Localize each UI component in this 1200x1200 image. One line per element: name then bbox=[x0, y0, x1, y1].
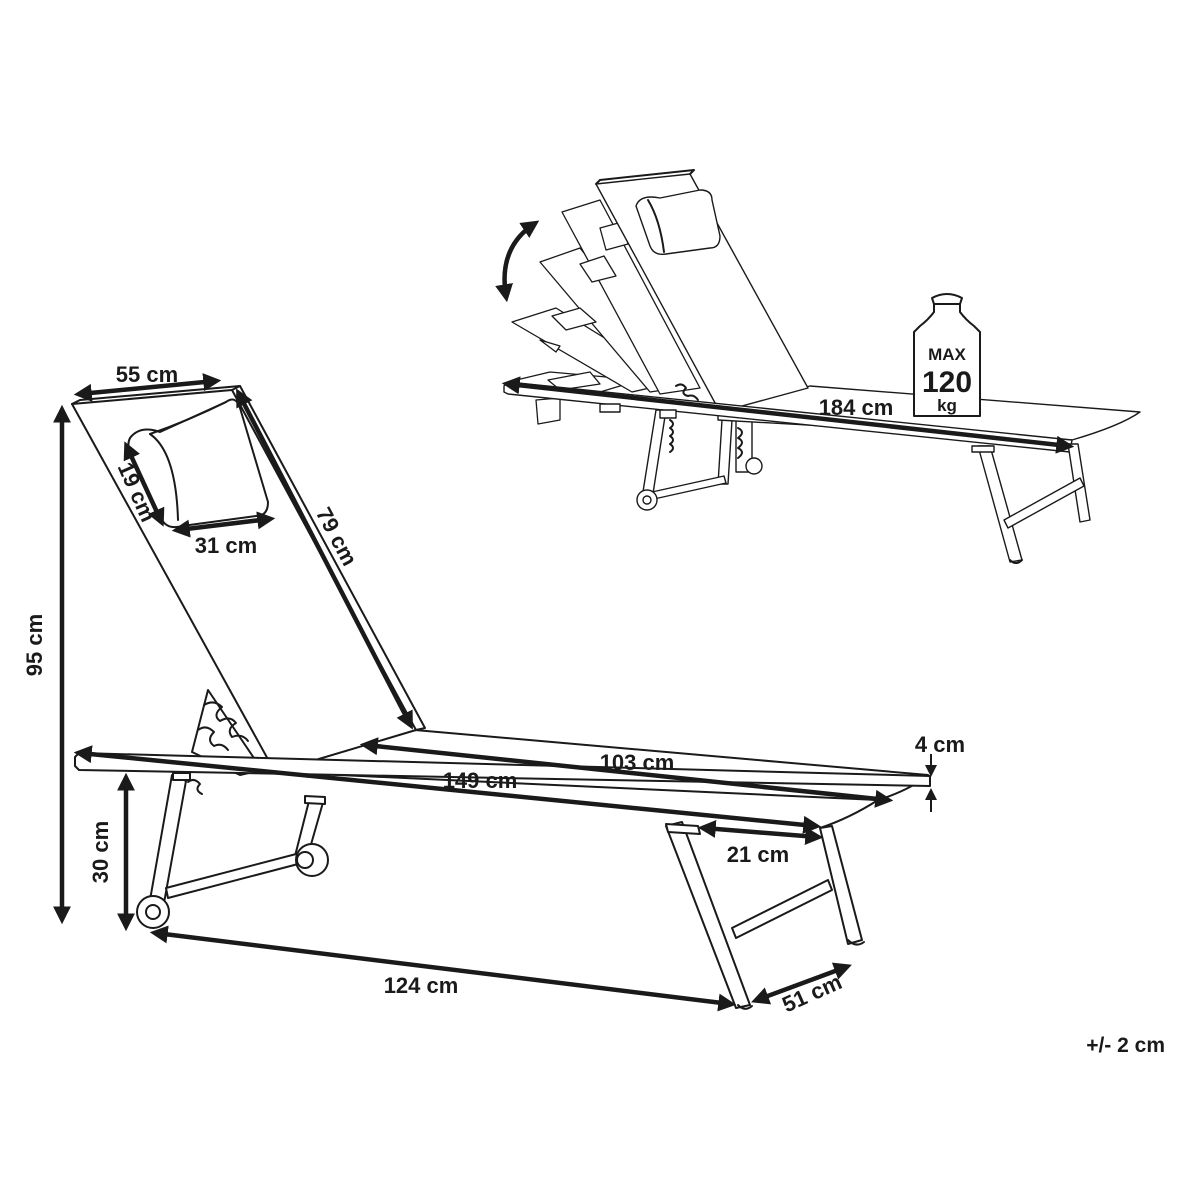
reclining-front-legs bbox=[971, 443, 1091, 564]
dim-label-leg-offset: 21 cm bbox=[727, 842, 789, 867]
dim-label-pillow-width: 31 cm bbox=[195, 533, 257, 558]
reclining-backrest bbox=[595, 169, 809, 413]
main-lounger-drawing: 55 cm 19 cm 31 cm 79 cm 95 cm 103 cm 149… bbox=[22, 362, 965, 1017]
recline-rotation-arrow bbox=[495, 220, 540, 303]
rear-leg-frame bbox=[136, 774, 329, 929]
weight-unit: kg bbox=[937, 396, 957, 415]
weight-value: 120 bbox=[922, 366, 972, 399]
reclining-rear-frame bbox=[636, 409, 763, 511]
reclining-lounger-drawing: 184 cm MAX 120 kg bbox=[495, 169, 1141, 564]
dim-label-base-length: 124 cm bbox=[384, 973, 459, 998]
dim-label-total-length: 184 cm bbox=[819, 395, 894, 420]
tolerance-note: +/- 2 cm bbox=[1086, 1034, 1165, 1057]
max-weight-badge: MAX 120 kg bbox=[913, 293, 981, 417]
dim-label-frame-length: 149 cm bbox=[443, 768, 518, 793]
recline-positions bbox=[507, 199, 701, 425]
dim-label-base-width: 51 cm bbox=[778, 969, 845, 1017]
dim-label-total-height: 95 cm bbox=[22, 614, 47, 676]
dim-label-seat-thickness: 4 cm bbox=[915, 732, 965, 757]
dim-label-backrest-width: 55 cm bbox=[116, 362, 178, 387]
weight-max-label: MAX bbox=[928, 345, 966, 364]
dim-label-seat-height: 30 cm bbox=[88, 821, 113, 883]
dim-label-seat-length: 103 cm bbox=[600, 750, 675, 775]
